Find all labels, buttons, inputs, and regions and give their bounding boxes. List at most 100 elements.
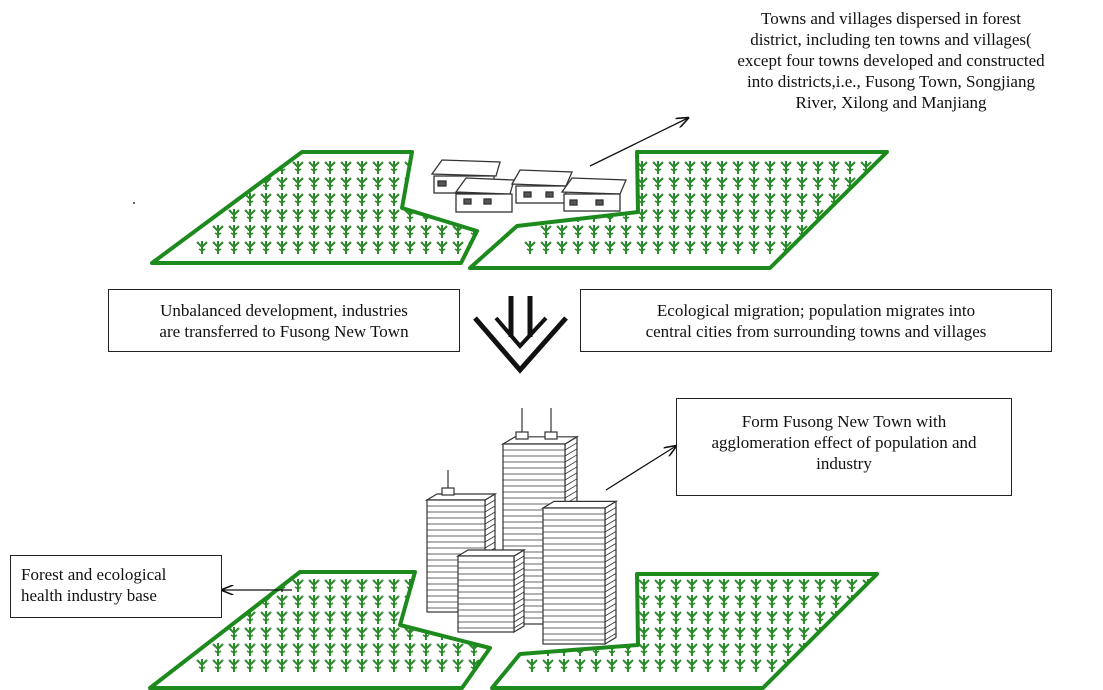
plant-icon <box>308 208 320 223</box>
plant-icon <box>702 642 714 657</box>
plant-icon <box>324 594 336 609</box>
plant-icon <box>812 176 824 191</box>
plant-icon <box>764 192 776 207</box>
land-parcel <box>490 572 879 690</box>
plant-icon <box>780 192 792 207</box>
plant-icon <box>372 658 384 673</box>
top-note-line-3: except four towns developed and construc… <box>737 51 1045 70</box>
plant-icon <box>620 160 632 175</box>
plant-icon <box>436 240 448 255</box>
plant-icon <box>700 160 712 175</box>
plant-icon <box>830 578 842 593</box>
plant-icon <box>372 626 384 641</box>
plant-icon <box>764 160 776 175</box>
plant-icon <box>340 610 352 625</box>
bottom-landscape <box>148 570 905 690</box>
plant-icon <box>372 224 384 239</box>
plant-icon <box>638 594 650 609</box>
plant-icon <box>668 176 680 191</box>
plant-icon <box>244 208 256 223</box>
plant-icon <box>276 224 288 239</box>
plant-icon <box>782 626 794 641</box>
plant-icon <box>228 642 240 657</box>
plant-icon <box>420 658 432 673</box>
plant-icon <box>324 240 336 255</box>
plant-icon <box>388 658 400 673</box>
plant-icon <box>556 240 568 255</box>
plant-icon <box>718 578 730 593</box>
plant-icon <box>748 160 760 175</box>
transition-arrow <box>473 296 568 374</box>
plant-icon <box>700 176 712 191</box>
plant-icon <box>654 594 666 609</box>
plant-icon <box>324 578 336 593</box>
plant-icon <box>372 594 384 609</box>
plant-icon <box>340 658 352 673</box>
plant-icon <box>388 610 400 625</box>
plant-icon <box>292 610 304 625</box>
plant-icon <box>308 658 320 673</box>
plant-icon <box>420 160 432 175</box>
building-front <box>455 548 527 634</box>
plant-icon <box>388 160 400 175</box>
plant-icon <box>716 240 728 255</box>
plant-icon <box>780 160 792 175</box>
plant-icon <box>452 240 464 255</box>
plant-icon <box>356 160 368 175</box>
plant-icon <box>372 192 384 207</box>
plant-icon <box>638 642 650 657</box>
plant-icon <box>620 240 632 255</box>
plant-icon <box>404 610 416 625</box>
plant-icon <box>260 240 272 255</box>
plant-icon <box>324 610 336 625</box>
plant-icon <box>588 240 600 255</box>
plant-icon <box>844 160 856 175</box>
plant-icon <box>702 658 714 673</box>
plant-icon <box>716 176 728 191</box>
top-note-line-2: district, including ten towns and villag… <box>750 30 1032 49</box>
plant-icon <box>372 160 384 175</box>
plant-icon <box>652 208 664 223</box>
top-note-line-1: Towns and villages dispersed in forest <box>761 9 1021 28</box>
plant-icon <box>452 658 464 673</box>
plant-icon <box>356 610 368 625</box>
plant-icon <box>228 626 240 641</box>
plant-icon <box>895 579 905 592</box>
plant-icon <box>388 626 400 641</box>
plant-icon <box>716 192 728 207</box>
plant-icon <box>356 594 368 609</box>
plant-icon <box>244 626 256 641</box>
land-parcel <box>150 150 479 265</box>
plant-icon <box>606 658 618 673</box>
right-box-line-2: central cities from surrounding towns an… <box>645 322 987 341</box>
plant-icon <box>324 224 336 239</box>
plant-icon <box>196 240 208 255</box>
plant-icon <box>436 610 448 625</box>
top-landscape <box>150 150 889 270</box>
plant-icon <box>276 594 288 609</box>
plant-icon <box>308 192 320 207</box>
forest-box: Forest and ecological health industry ba… <box>10 555 222 618</box>
plant-icon <box>340 578 352 593</box>
plant-icon <box>292 224 304 239</box>
plant-icon <box>228 208 240 223</box>
plant-icon <box>308 610 320 625</box>
plant-icon <box>782 610 794 625</box>
plant-icon <box>798 658 810 673</box>
plant-icon <box>340 626 352 641</box>
plant-icon <box>356 240 368 255</box>
plant-icon <box>732 176 744 191</box>
plant-icon <box>372 610 384 625</box>
plant-icon <box>590 658 602 673</box>
plant-icon <box>356 658 368 673</box>
land-parcel <box>148 570 492 690</box>
plant-icon <box>780 224 792 239</box>
plant-icon <box>654 578 666 593</box>
plant-icon <box>356 192 368 207</box>
plant-icon <box>388 224 400 239</box>
plant-icon <box>572 240 584 255</box>
plant-icon <box>796 192 808 207</box>
plant-icon <box>324 658 336 673</box>
plant-icon <box>572 224 584 239</box>
